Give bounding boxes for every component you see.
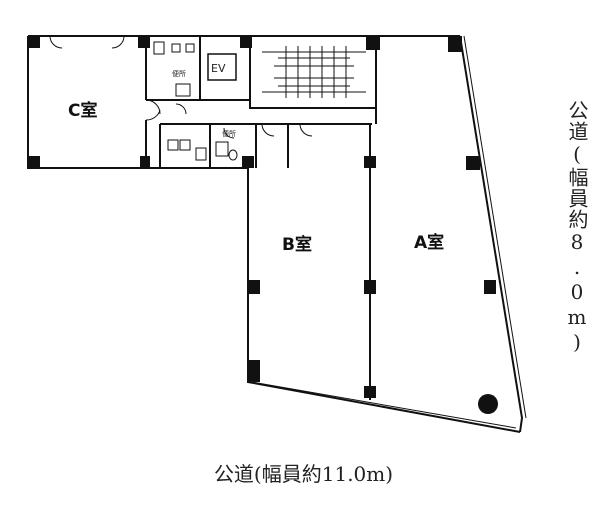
interior-walls	[145, 35, 377, 400]
road-label-right: 公道(幅員約8.0m)	[565, 100, 589, 355]
doors	[49, 35, 313, 139]
staircase	[262, 46, 366, 98]
room-c-label: C室	[68, 100, 97, 121]
room-b-label: B室	[282, 234, 312, 255]
outer-walls	[27, 35, 527, 433]
toilet-label-lower: 便所	[222, 129, 236, 138]
ev-label: EV	[211, 62, 226, 75]
road-label-bottom: 公道(幅員約11.0m)	[213, 462, 394, 486]
room-a-label: A室	[414, 232, 444, 253]
toilet-fixtures	[153, 41, 238, 161]
toilet-label-upper: 便所	[172, 69, 186, 78]
structural-columns	[28, 36, 498, 414]
